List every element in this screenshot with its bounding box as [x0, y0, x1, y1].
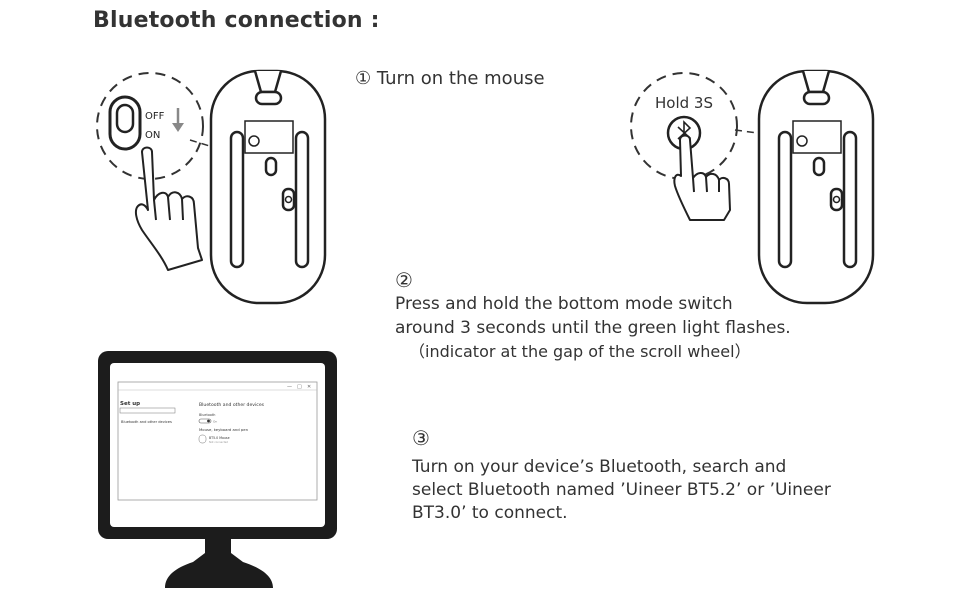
search-input[interactable] — [119, 407, 176, 414]
device-list-item[interactable]: BT5.0 Mouse Not connected — [198, 434, 230, 444]
main-title: Bluetooth and other devices — [199, 402, 265, 408]
mouse-pairing-illustration: Hold 3S — [630, 69, 875, 305]
switch-off-label: OFF — [145, 111, 165, 122]
monitor-icon: — □ ✕ Set up Bluetooth and other devices… — [98, 351, 337, 588]
switch-on-label: ON — [145, 130, 160, 141]
window-maximize-button[interactable]: □ — [297, 384, 302, 390]
hand-pointer-icon — [134, 146, 203, 271]
zoom-circle — [630, 72, 738, 180]
device-name: BT5.0 Mouse — [209, 436, 230, 440]
section-title: Mouse, keyboard and pen — [199, 427, 249, 432]
page-title: Bluetooth connection : — [93, 8, 380, 33]
power-switch-icon — [108, 95, 142, 151]
device-status: Not connected — [209, 440, 228, 444]
step2-line-2: around 3 seconds until the green light f… — [395, 318, 791, 338]
arrow-down-icon — [172, 108, 184, 132]
step3-line-3: BT3.0’ to connect. — [412, 503, 568, 523]
settings-window: — □ ✕ Set up Bluetooth and other devices… — [117, 381, 318, 501]
window-minimize-button[interactable]: — — [287, 384, 292, 390]
toggle-state-label: On — [213, 420, 217, 424]
step3-line-2: select Bluetooth named ’Uineer BT5.2’ or… — [412, 480, 831, 500]
sidebar-title: Set up — [120, 401, 140, 407]
hold-label: Hold 3S — [655, 94, 713, 112]
step3-number: ③ — [412, 426, 430, 450]
monitor-stand — [165, 538, 273, 588]
step1-text: ① Turn on the mouse — [355, 68, 545, 89]
step3-block: ③ Turn on your device’s Bluetooth, searc… — [412, 427, 831, 525]
mouse-bottom-icon — [757, 69, 875, 305]
hand-pointer-icon — [673, 134, 731, 221]
bluetooth-label: Bluetooth — [199, 413, 215, 417]
window-close-button[interactable]: ✕ — [307, 384, 311, 390]
bluetooth-icon — [666, 115, 702, 151]
mouse-power-switch-illustration: OFF ON — [96, 69, 327, 305]
step2-note: （indicator at the gap of the scroll whee… — [409, 342, 751, 361]
step3-line-1: Turn on your device’s Bluetooth, search … — [412, 457, 787, 477]
step2-block: ② Press and hold the bottom mode switch … — [395, 268, 791, 364]
zoom-circle — [96, 72, 204, 180]
mouse-device-icon — [198, 434, 207, 444]
bluetooth-toggle[interactable] — [198, 418, 212, 424]
sidebar-item-bluetooth[interactable]: Bluetooth and other devices — [121, 420, 172, 424]
step2-line-1: Press and hold the bottom mode switch — [395, 294, 733, 314]
mouse-bottom-icon — [209, 69, 327, 305]
step2-number: ② — [395, 268, 413, 292]
